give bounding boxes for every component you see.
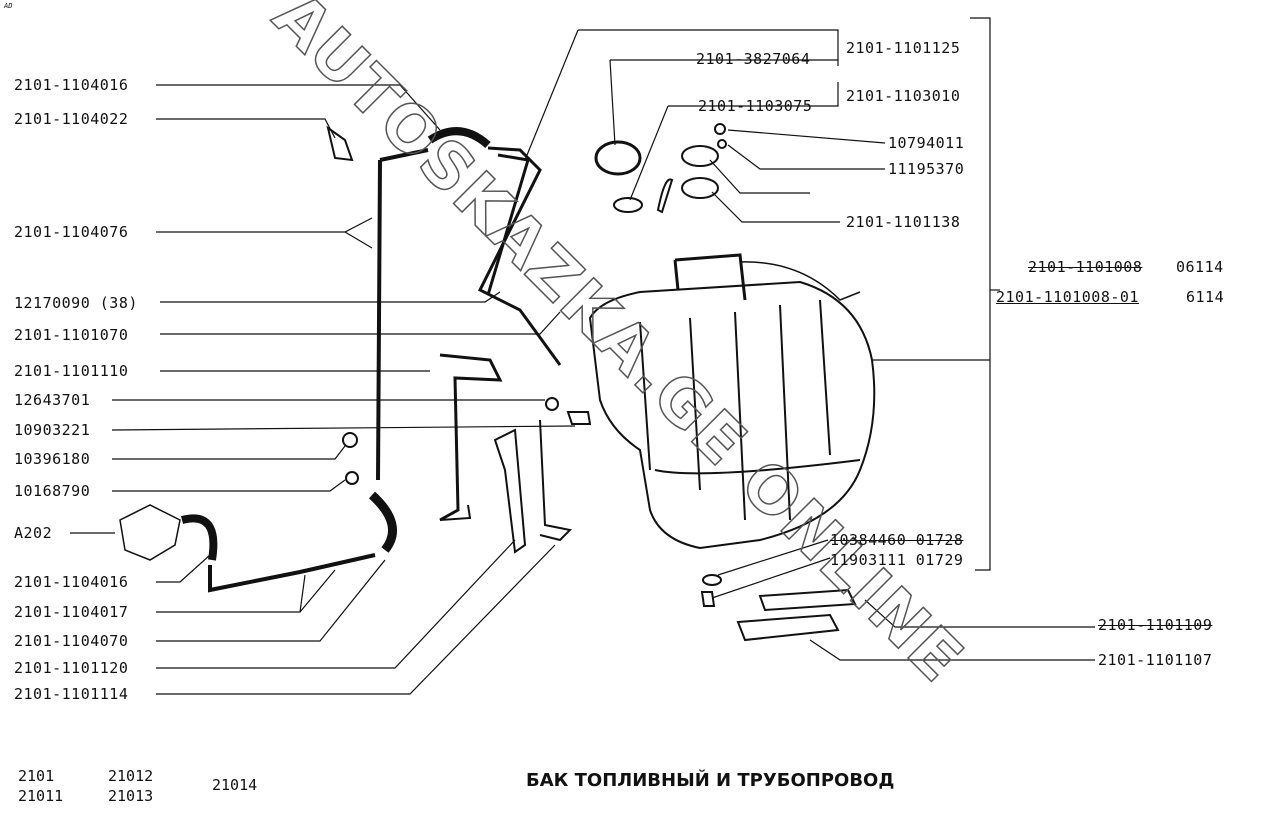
assembly-new-number: 2101-1101008-01 — [996, 288, 1139, 306]
leader-12170090 — [160, 291, 501, 303]
left-label: 2101-1104076 — [14, 223, 129, 241]
page-title: БАК ТОПЛИВНЫЙ И ТРУБОПРОВОД — [526, 770, 895, 791]
leader-1101109 — [864, 599, 1095, 628]
leader-11903111 — [711, 557, 831, 599]
corner-mark: AD — [4, 2, 13, 10]
group-label: 2101-1103010 — [846, 87, 961, 105]
leader-1101070 — [160, 311, 561, 335]
assembly-bracket — [970, 17, 991, 571]
model-code: 2101 — [18, 767, 55, 785]
leader-1104017 — [156, 569, 336, 613]
right-label: 2101-3827064 — [696, 50, 811, 68]
left-label: 2101-1104016 — [14, 573, 129, 591]
left-label: 10168790 — [14, 482, 91, 500]
left-label: 12170090 (38) — [14, 294, 138, 312]
left-label: 2101-1104017 — [14, 603, 129, 621]
leader-10903221 — [111, 425, 576, 431]
assembly-old-qty: 06114 — [1176, 258, 1224, 276]
leader-3827064 — [524, 29, 839, 161]
left-label: 10396180 — [14, 450, 91, 468]
right-label: 10384460 01728 — [830, 531, 964, 549]
leader-1101120 — [156, 539, 516, 669]
left-label: 12643701 — [14, 391, 91, 409]
left-label: 2101-1101070 — [14, 326, 129, 344]
left-label: 2101-1101120 — [14, 659, 129, 677]
leader-1104076 — [156, 217, 373, 249]
fuel-tank-drawing — [588, 253, 876, 550]
leader-1104070 — [156, 559, 386, 642]
right-label: 2101-1101138 — [846, 213, 961, 231]
leader-10168790 — [112, 479, 346, 492]
leader-10396180 — [112, 445, 346, 460]
leader-10384460 — [717, 539, 829, 576]
model-code: 21013 — [108, 787, 154, 805]
assembly-old-number: 2101-1101008 — [1028, 258, 1143, 276]
left-label: 10903221 — [14, 421, 91, 439]
leader-10794011 — [727, 129, 886, 144]
model-code: 21014 — [212, 776, 258, 794]
model-code: 21012 — [108, 767, 154, 785]
group-label: 2101-1101125 — [846, 39, 961, 57]
model-code: 21011 — [18, 787, 64, 805]
right-label: 2101-1101107 — [1098, 651, 1213, 669]
left-label: 2101-1101110 — [14, 362, 129, 380]
leader-11195370 — [727, 144, 885, 170]
left-label: A202 — [14, 524, 53, 542]
left-label: 2101-1104070 — [14, 632, 129, 650]
leader-1101114 — [156, 544, 556, 695]
right-label: 2101-1101109 — [1098, 616, 1213, 634]
left-label: 2101-1104016 — [14, 76, 129, 94]
leader-1104022 — [156, 118, 336, 139]
left-label: 2101-1104022 — [14, 110, 129, 128]
leader-1101125-bracket — [609, 59, 838, 146]
leader-1104016-top — [156, 84, 441, 131]
right-label: 10794011 — [888, 134, 965, 152]
right-label: 11903111 01729 — [830, 551, 964, 569]
right-label: 2101-1103075 — [698, 97, 813, 115]
leader-1104016-bot — [156, 554, 211, 583]
leader-1103010 — [709, 159, 810, 194]
right-label: 11195370 — [888, 160, 965, 178]
leader-1101107 — [809, 639, 1095, 661]
pipes-drawing — [119, 123, 857, 642]
left-label: 2101-1101114 — [14, 685, 129, 703]
leader-1101138 — [711, 191, 840, 223]
assembly-new-qty: 6114 — [1186, 288, 1225, 306]
leader-1103075 — [629, 82, 839, 201]
